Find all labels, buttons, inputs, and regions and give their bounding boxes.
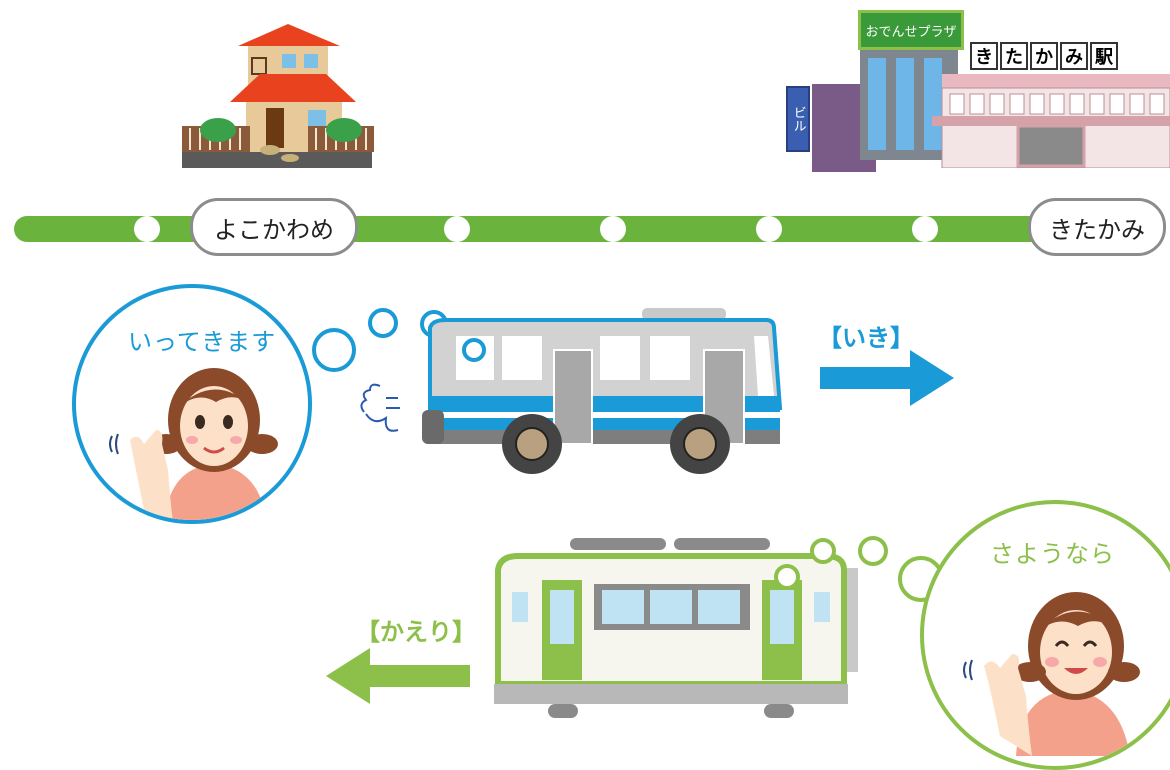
waving-woman-icon xyxy=(963,592,1140,756)
route-stop-dot xyxy=(134,216,160,242)
outbound-bubble-dot xyxy=(312,328,356,372)
house-illustration xyxy=(182,24,374,168)
station-building xyxy=(932,74,1170,168)
office-building xyxy=(860,48,958,160)
home-station-label: よこかわめ xyxy=(190,198,358,256)
terminal-station-text: きたかみ xyxy=(1049,215,1145,244)
route-stop-dot xyxy=(600,216,626,242)
outbound-arrow-icon xyxy=(820,350,954,406)
inbound-greeting: さようなら xyxy=(990,540,1115,568)
route-stop-dot xyxy=(912,216,938,242)
inbound-bubble-dot xyxy=(774,564,800,590)
waving-woman-icon xyxy=(109,368,278,520)
inbound-label: 【かえり】 xyxy=(356,618,476,646)
outbound-thought-bubble xyxy=(72,284,312,524)
station-sign-char: き xyxy=(970,42,998,70)
station-sign-char: み xyxy=(1060,42,1088,70)
inbound-bubble-dot xyxy=(858,536,888,566)
train-illustration xyxy=(494,538,858,718)
plaza-sign-label: おでんせプラザ xyxy=(865,24,957,40)
building-sign: ビル xyxy=(786,86,810,152)
outbound-greeting: いってきます xyxy=(128,328,277,356)
inbound-arrow-icon xyxy=(326,648,470,704)
terminal-station-label: きたかみ xyxy=(1028,198,1166,256)
outbound-label: 【いき】 xyxy=(818,324,914,352)
building-sign-label: ビル xyxy=(790,106,806,132)
plaza-sign: おでんせプラザ xyxy=(858,10,964,50)
station-sign-char: 駅 xyxy=(1090,42,1118,70)
outbound-bubble-dot xyxy=(368,308,398,338)
station-sign-char: た xyxy=(1000,42,1028,70)
inbound-thought-bubble xyxy=(920,500,1170,770)
route-stop-dot xyxy=(756,216,782,242)
route-line xyxy=(14,216,1164,242)
bus-illustration xyxy=(360,308,783,474)
home-station-text: よこかわめ xyxy=(214,215,334,244)
inbound-bubble-dot xyxy=(810,538,836,564)
route-stop-dot xyxy=(444,216,470,242)
station-sign-char: か xyxy=(1030,42,1058,70)
station-sign: きたかみ駅 xyxy=(970,42,1120,70)
